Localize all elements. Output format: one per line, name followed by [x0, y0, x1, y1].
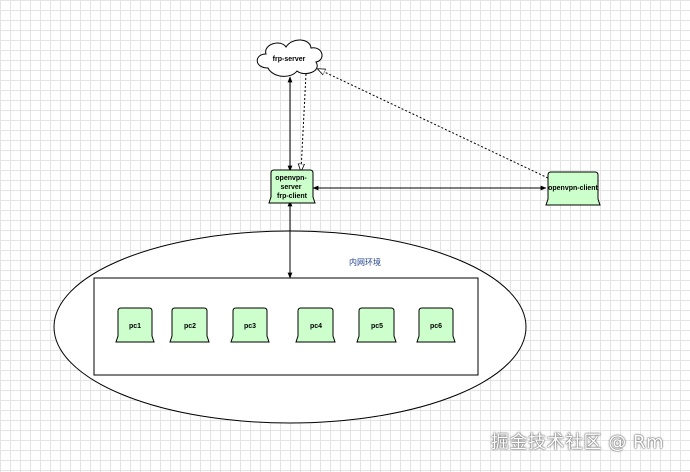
watermark: 掘金技术社区 @ Rm: [491, 432, 664, 453]
intranet-label: 内网环境: [349, 257, 381, 267]
client-node-shape: [545, 171, 601, 206]
openvpn-server-node: openvpn- server frp-client: [268, 169, 316, 204]
frp-server-cloud: frp-server: [256, 39, 323, 77]
server-label-line-1: openvpn-: [275, 175, 307, 182]
pc-label: pc3: [244, 323, 256, 330]
pc-node-6: pc6: [416, 307, 456, 343]
pc-shape: [416, 307, 456, 343]
intranet-box: [93, 277, 479, 376]
client-cloud-dotted-link: [318, 69, 549, 179]
pc-label: pc2: [184, 323, 196, 330]
server-node-shape: [268, 169, 316, 204]
server-label: openvpn- server frp-client: [275, 175, 308, 200]
pc-node-5: pc5: [356, 307, 397, 343]
client-label: openvpn-client: [548, 185, 598, 192]
pc-node-3: pc3: [230, 307, 270, 343]
pc-node-1: pc1: [115, 307, 155, 343]
cloud-server-dashed-link: [301, 73, 307, 171]
pc-shape: [230, 307, 270, 343]
pc-label: pc1: [129, 323, 141, 330]
pc-label: pc4: [310, 323, 322, 330]
pc-node-2: pc2: [169, 307, 210, 343]
pc-shape: [169, 307, 210, 343]
pc-label: pc6: [430, 323, 442, 330]
pc-node-4: pc4: [295, 307, 336, 343]
pc-shape: [295, 307, 336, 343]
pc-shape: [115, 307, 155, 343]
pc-label: pc5: [371, 323, 383, 330]
pc-shape: [356, 307, 397, 343]
server-label-line-3: frp-client: [277, 193, 308, 200]
server-label-line-2: server: [281, 184, 302, 191]
cloud-shape: [256, 39, 323, 77]
cloud-label: frp-server: [273, 56, 306, 63]
openvpn-client-node: openvpn-client: [545, 171, 601, 206]
